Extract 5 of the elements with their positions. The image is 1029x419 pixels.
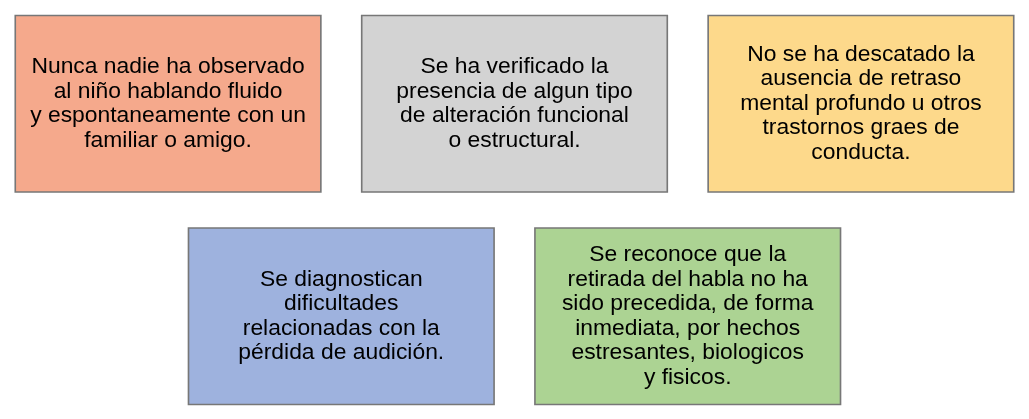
node-box: Nunca nadie ha observado al niño hablando fluido y espontaneamente con un familiar o amigo. [14,14,322,193]
node-box: Se ha verificado la presencia de algun tipo de alteración funcional o estructural. [360,14,669,193]
node-box: Se diagnostican dificultades relacionadas con la pérdida de audición. [187,226,495,405]
node-box: No se ha descatado la ausencia de retraso mental profundo u otros trastornos graes de conducta. [707,14,1015,193]
node-box: Se reconoce que la retirada del habla no ha sido precedida, de forma inmediata, por hechos estresantes, biologicos y fisicos. [534,226,842,405]
